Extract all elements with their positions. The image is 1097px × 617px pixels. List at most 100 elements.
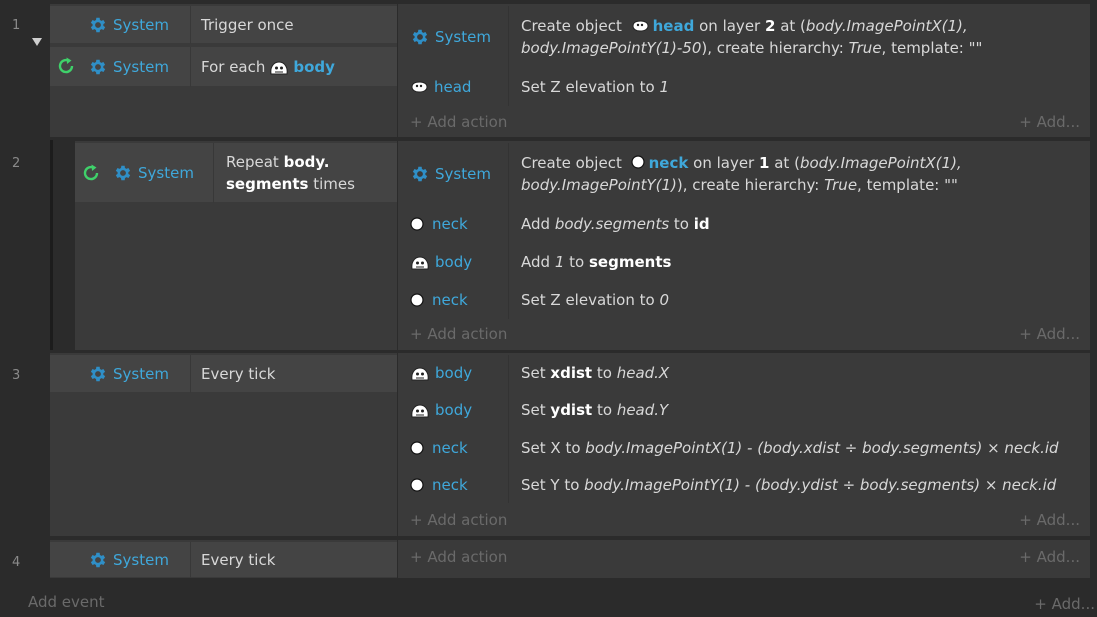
actions-area[interactable]: body Set xdist to head.X body Set ydist … bbox=[397, 353, 1090, 536]
add-action-button[interactable]: + Add action bbox=[410, 548, 508, 566]
gear-icon bbox=[88, 57, 108, 77]
event-block-3[interactable]: System Every tick body Set xdist to head… bbox=[50, 353, 1090, 536]
object-name: System bbox=[113, 58, 169, 76]
add-more-button[interactable]: + Add... bbox=[1019, 325, 1080, 343]
action-object[interactable]: head bbox=[410, 68, 508, 106]
gear-icon bbox=[88, 550, 108, 570]
action-text: Add body.segments to id bbox=[521, 215, 710, 233]
add-action-button[interactable]: + Add action bbox=[410, 511, 508, 529]
neck-sprite-icon bbox=[410, 441, 424, 455]
divider bbox=[190, 542, 191, 578]
action-row[interactable]: neck Set X to body.ImagePointX(1) - (bod… bbox=[398, 429, 1090, 467]
action-text: Set ydist to head.Y bbox=[521, 401, 669, 419]
condition-object[interactable]: System bbox=[88, 542, 190, 578]
divider bbox=[508, 6, 509, 68]
plus-icon: + bbox=[1019, 548, 1032, 566]
action-object[interactable]: neck bbox=[410, 429, 508, 467]
plus-icon: + bbox=[410, 325, 423, 343]
conditions-area[interactable]: System Trigger once System For each body bbox=[50, 4, 397, 137]
action-text: Add 1 to segments bbox=[521, 253, 672, 271]
body-sprite-icon bbox=[410, 366, 430, 381]
neck-sprite-icon bbox=[410, 293, 424, 307]
head-sprite-icon bbox=[410, 81, 428, 93]
conditions-area[interactable]: System Repeat body. segments times bbox=[75, 141, 397, 350]
object-name: System bbox=[113, 16, 169, 34]
divider bbox=[508, 391, 509, 429]
divider bbox=[508, 467, 509, 503]
condition-object[interactable]: System bbox=[88, 6, 190, 44]
action-text: Set xdist to head.X bbox=[521, 364, 670, 382]
add-action-button[interactable]: + Add action bbox=[410, 113, 508, 131]
action-row[interactable]: neck Set Z elevation to 0 bbox=[398, 281, 1090, 319]
action-object[interactable]: neck bbox=[410, 281, 508, 319]
condition-row[interactable]: System Repeat body. segments times bbox=[75, 143, 397, 203]
actions-area[interactable]: System Create object head on layer 2 at … bbox=[397, 4, 1090, 137]
action-object[interactable]: neck bbox=[410, 205, 508, 243]
action-row[interactable]: neck Add body.segments to id bbox=[398, 205, 1090, 243]
plus-icon: + bbox=[1034, 595, 1047, 613]
action-row[interactable]: System Create object head on layer 2 at … bbox=[398, 6, 1090, 68]
condition-row[interactable]: System Every tick bbox=[50, 542, 397, 578]
object-name: body bbox=[293, 58, 335, 76]
condition-row[interactable]: System For each body bbox=[50, 47, 397, 87]
subevent-indent-bar bbox=[50, 140, 53, 350]
condition-text: Every tick bbox=[201, 365, 276, 383]
add-more-button[interactable]: + Add... bbox=[1019, 113, 1080, 131]
condition-row[interactable]: System Trigger once bbox=[50, 6, 397, 44]
action-row[interactable]: head Set Z elevation to 1 bbox=[398, 68, 1090, 106]
event-block-2[interactable]: System Repeat body. segments times Syste… bbox=[75, 141, 1090, 350]
event-block-1[interactable]: System Trigger once System For each body… bbox=[50, 4, 1090, 137]
divider bbox=[213, 143, 214, 203]
divider bbox=[508, 429, 509, 467]
action-text: Set Z elevation to 0 bbox=[521, 291, 670, 309]
divider bbox=[508, 68, 509, 106]
action-text: Set Z elevation to 1 bbox=[521, 78, 670, 96]
action-row[interactable]: body Add 1 to segments bbox=[398, 243, 1090, 281]
action-object[interactable]: body bbox=[410, 355, 508, 391]
add-action-button[interactable]: + Add action bbox=[410, 325, 508, 343]
actions-area[interactable]: + Add action + Add... bbox=[397, 540, 1090, 578]
action-object[interactable]: System bbox=[410, 143, 508, 205]
add-more-button[interactable]: + Add... bbox=[1019, 511, 1080, 529]
condition-object[interactable]: System bbox=[88, 47, 190, 87]
body-sprite-icon bbox=[269, 60, 289, 75]
action-object[interactable]: neck bbox=[410, 467, 508, 503]
add-more-button[interactable]: + Add... bbox=[1034, 595, 1095, 613]
plus-icon: + bbox=[410, 548, 423, 566]
plus-icon: + bbox=[1019, 511, 1032, 529]
action-row[interactable]: body Set xdist to head.X bbox=[398, 355, 1090, 391]
neck-sprite-icon bbox=[410, 478, 424, 492]
plus-icon: + bbox=[410, 113, 423, 131]
plus-icon: + bbox=[1019, 113, 1032, 131]
condition-object[interactable]: System bbox=[88, 355, 190, 393]
condition-object[interactable]: System bbox=[113, 143, 213, 203]
action-object[interactable]: System bbox=[410, 6, 508, 68]
conditions-area[interactable]: System Every tick bbox=[50, 540, 397, 578]
condition-text: Repeat body. segments times bbox=[226, 153, 355, 193]
action-object[interactable]: body bbox=[410, 391, 508, 429]
body-sprite-icon bbox=[410, 255, 430, 270]
condition-row[interactable]: System Every tick bbox=[50, 355, 397, 393]
collapse-arrow-icon[interactable] bbox=[32, 38, 42, 46]
neck-sprite-icon bbox=[410, 217, 424, 231]
condition-text: Trigger once bbox=[201, 16, 294, 34]
divider bbox=[190, 47, 191, 87]
gear-icon bbox=[88, 364, 108, 384]
action-text: Create object head on layer 2 at (body.I… bbox=[521, 17, 983, 57]
add-event-button[interactable]: Add event bbox=[28, 593, 105, 611]
divider bbox=[508, 143, 509, 205]
event-number: 1 bbox=[12, 18, 21, 33]
loop-icon bbox=[56, 47, 76, 85]
action-row[interactable]: System Create object neck on layer 1 at … bbox=[398, 143, 1090, 205]
action-text: Set Y to body.ImagePointY(1) - (body.ydi… bbox=[521, 476, 1057, 494]
action-object[interactable]: body bbox=[410, 243, 508, 281]
neck-sprite-icon bbox=[631, 155, 645, 169]
event-block-4[interactable]: System Every tick + Add action + Add... bbox=[50, 540, 1090, 578]
conditions-area[interactable]: System Every tick bbox=[50, 353, 397, 536]
action-row[interactable]: neck Set Y to body.ImagePointY(1) - (bod… bbox=[398, 467, 1090, 503]
add-more-button[interactable]: + Add... bbox=[1019, 548, 1080, 566]
actions-area[interactable]: System Create object neck on layer 1 at … bbox=[397, 141, 1090, 350]
action-text: Create object neck on layer 1 at (body.I… bbox=[521, 154, 962, 194]
action-row[interactable]: body Set ydist to head.Y bbox=[398, 391, 1090, 429]
plus-icon: + bbox=[1019, 325, 1032, 343]
